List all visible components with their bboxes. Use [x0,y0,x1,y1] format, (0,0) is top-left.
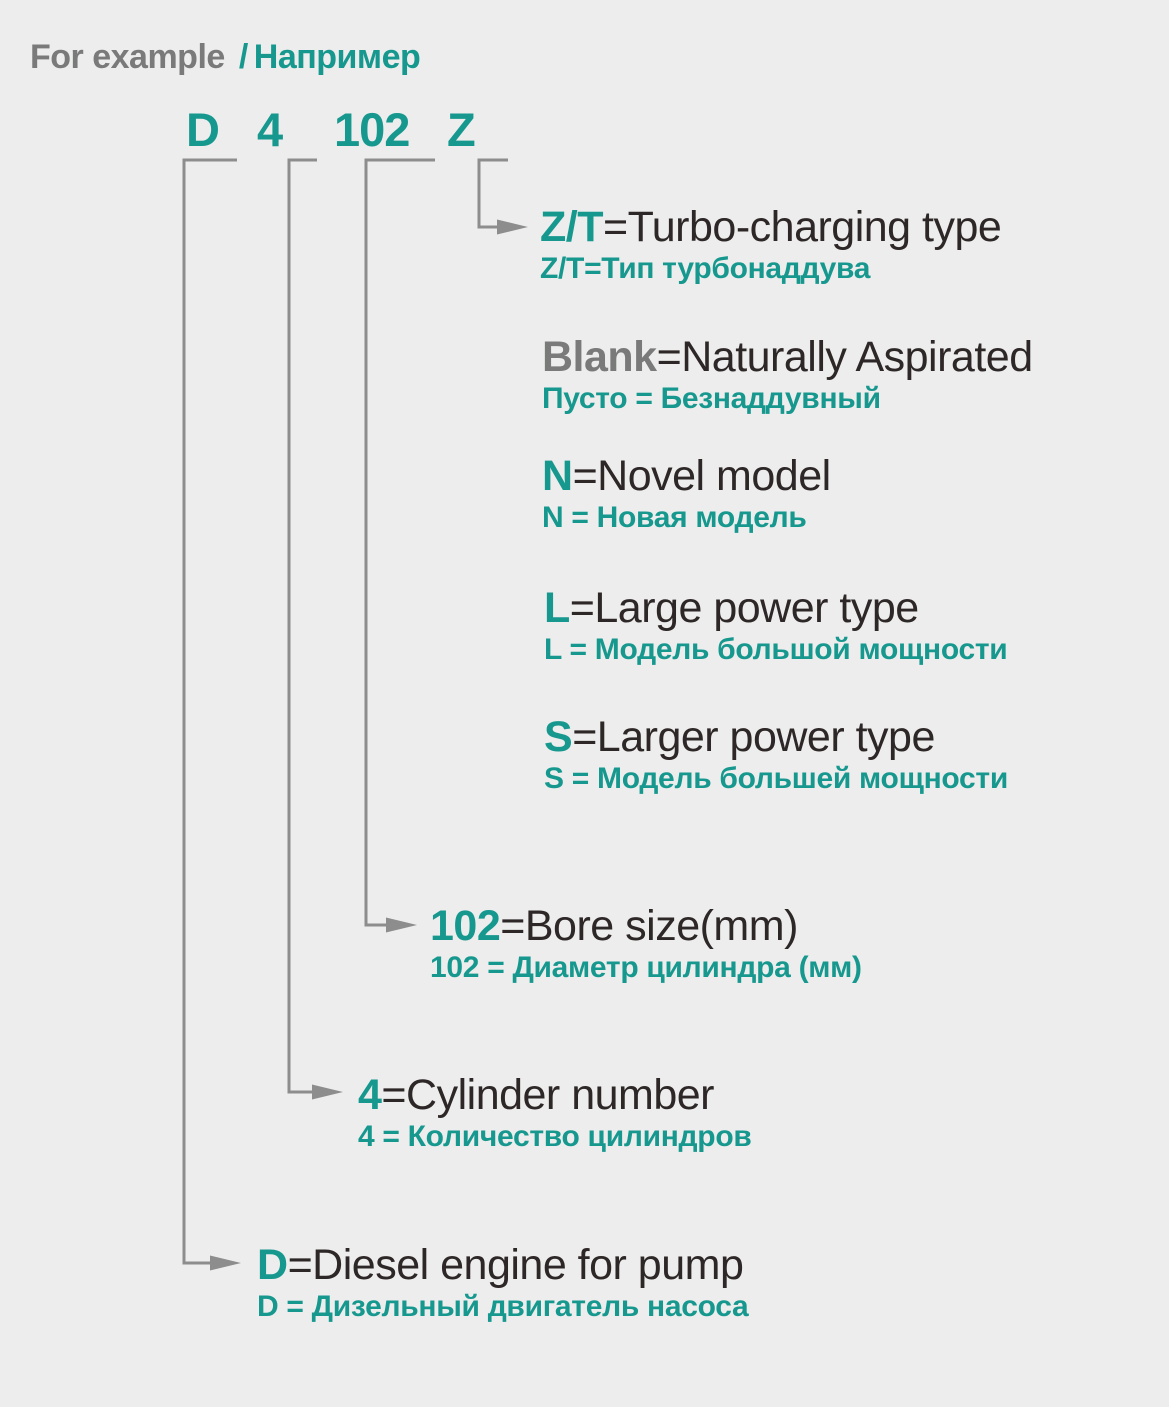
connector-d-line [182,158,237,1265]
code-segment-d: D [186,103,220,156]
definition-large-power-text: =Large power type [569,584,919,632]
definition-cylinder-text: =Cylinder number [381,1071,714,1119]
definition-larger-power-prefix: S [544,713,573,761]
definition-novel-prefix: N [542,452,573,500]
definition-cylinder: 4=Cylinder number 4 = Количество цилиндр… [358,1072,752,1154]
definition-large-power-ru: L = Модель большой мощности [544,633,1008,666]
definition-pump-ru: D = Дизельный двигатель насоса [257,1290,749,1323]
definition-novel-ru: N = Новая модель [542,501,807,534]
page-title: For example /Например [30,38,421,77]
connector-turbo-line [477,158,508,229]
page-title-separator: / [238,38,248,76]
connector-bore-line [364,158,435,927]
definition-larger-power-en: S=Larger power type [544,714,1008,760]
definition-blank-ru: Пусто = Безнаддувный [542,382,881,415]
definition-blank-text: =Naturally Aspirated [656,333,1034,381]
definition-blank-prefix: Blank [542,333,657,381]
definition-large-power-en: L=Large power type [544,585,1007,631]
definition-large-power: L=Large power type L = Модель большой мо… [544,585,1008,667]
definition-pump-en: D=Diesel engine for pump [257,1242,748,1288]
definition-cylinder-prefix: 4 [358,1071,382,1119]
code-segment-102: 102 [334,103,410,156]
definition-blank: Blank=Naturally Aspirated Пусто = Безнад… [542,334,1033,416]
definition-bore: 102=Bore size(mm) 102 = Диаметр цилиндра… [430,903,862,985]
definition-pump: D=Diesel engine for pump D = Дизельный д… [257,1242,749,1324]
code-segment-z: Z [447,103,476,156]
arrowhead-d-icon [210,1255,241,1271]
arrowhead-cylinder-icon [312,1084,343,1100]
definition-bore-prefix: 102 [430,902,501,950]
definition-larger-power-ru: S = Модель большей мощности [544,762,1008,795]
code-segment-4: 4 [257,103,283,156]
definition-pump-text: =Diesel engine for pump [287,1241,744,1289]
definition-turbo-ru: Z/T=Тип турбонаддува [540,252,871,285]
connector-cylinder-line [287,158,317,1094]
page-title-en: For example [30,38,225,76]
definition-turbo-prefix: Z/T [540,203,603,251]
definition-cylinder-en: 4=Cylinder number [358,1072,752,1118]
page-title-ru: Например [253,38,421,76]
arrowhead-bore-icon [386,917,417,933]
definition-blank-en: Blank=Naturally Aspirated [542,334,1033,380]
definition-bore-en: 102=Bore size(mm) [430,903,862,949]
definition-turbo-en: Z/T=Turbo-charging type [540,203,1002,251]
definition-pump-prefix: D [257,1241,288,1289]
definition-cylinder-ru: 4 = Количество цилиндров [358,1120,752,1153]
definition-large-power-prefix: L [544,584,570,632]
definition-novel-en: N=Novel model [542,453,831,499]
definition-turbo-text: =Turbo-charging type [602,203,1002,251]
definition-larger-power: S=Larger power type S = Модель большей м… [544,714,1008,796]
definition-larger-power-text: =Larger power type [572,713,935,761]
definition-novel-text: =Novel model [572,452,832,500]
arrowhead-turbo-icon [497,219,528,235]
definition-bore-ru: 102 = Диаметр цилиндра (мм) [430,951,862,984]
definition-bore-text: =Bore size(mm) [500,902,798,950]
definition-novel: N=Novel model N = Новая модель [542,453,831,535]
definition-turbo: Z/T=Turbo-charging type Z/T=Тип турбонад… [540,203,1002,286]
